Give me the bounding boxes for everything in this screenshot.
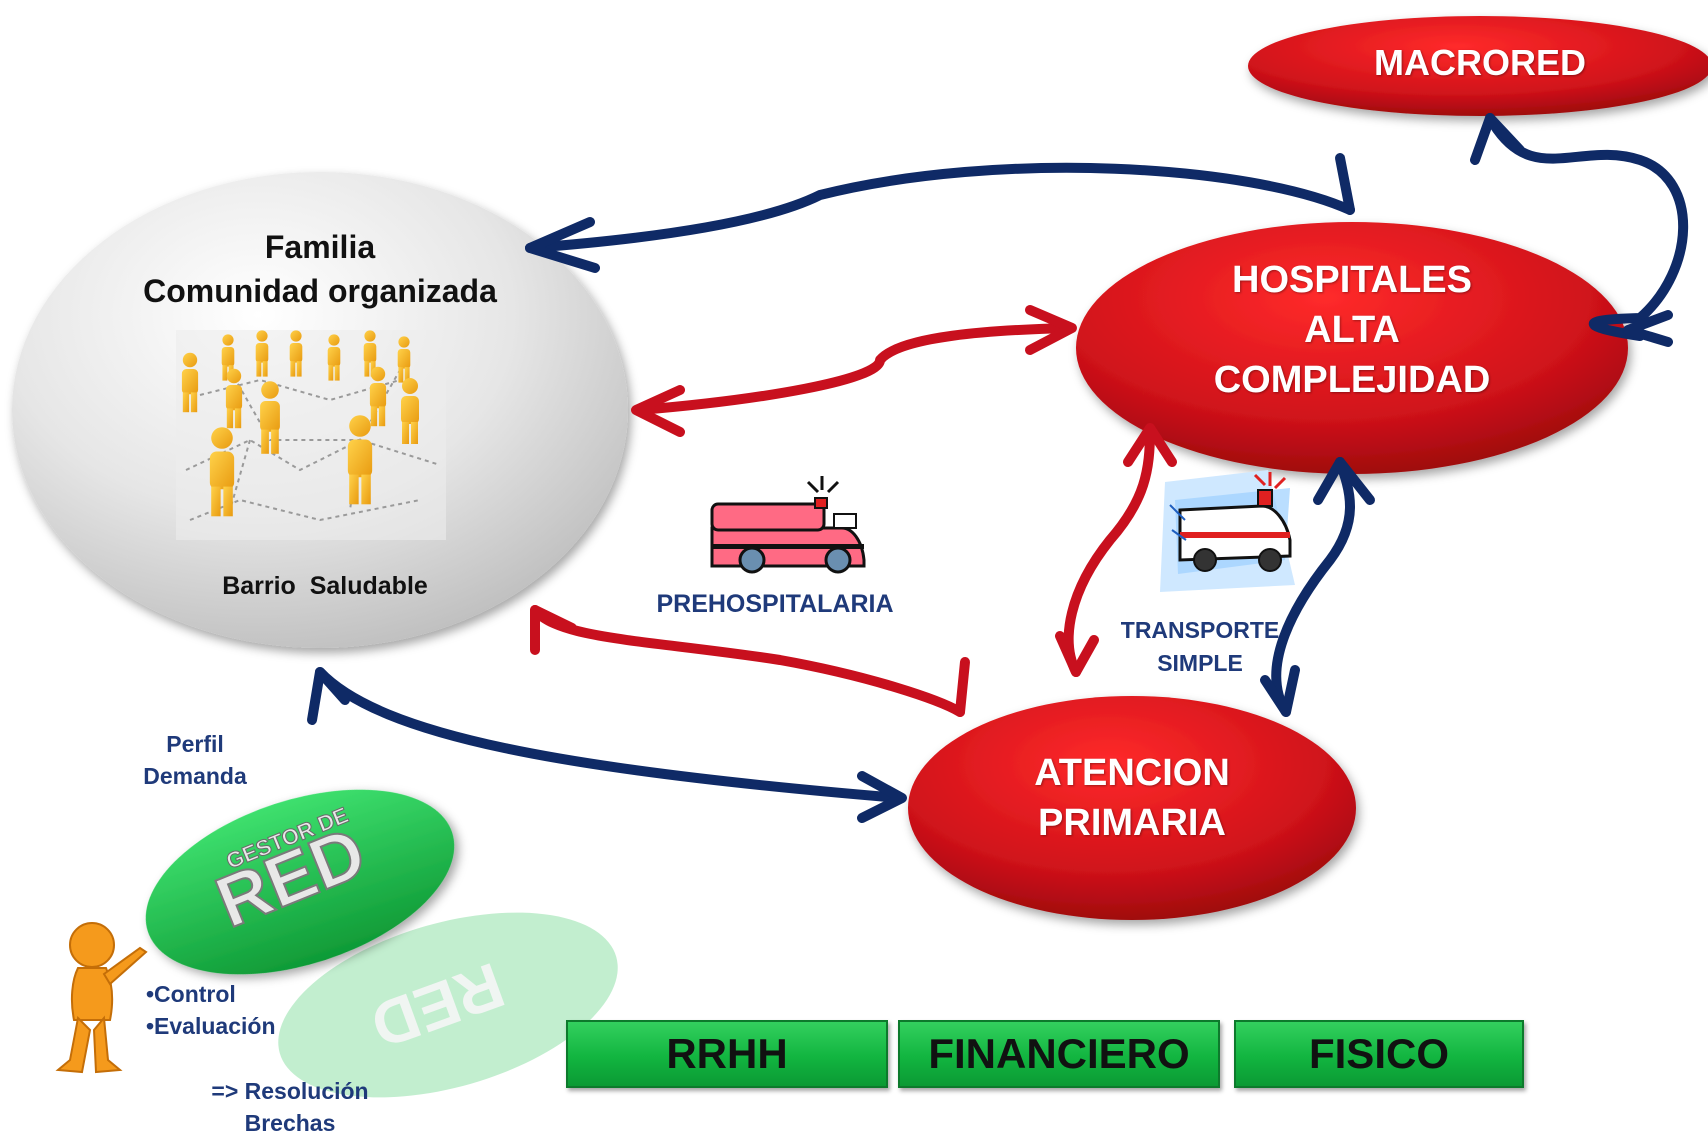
- macrored-label: MACRORED: [1374, 42, 1586, 83]
- hospitales-line-1: HOSPITALES: [1232, 259, 1472, 301]
- arrow-macrored-hospitales: [1485, 113, 1689, 341]
- familia-line-2: Comunidad organizada: [143, 273, 497, 309]
- barrio-label: Barrio Saludable: [222, 572, 428, 600]
- ambulance-icon: [710, 476, 866, 574]
- arrowhead-hospitales-red: [1025, 305, 1077, 355]
- resource-rrhh: RRHH: [566, 1020, 888, 1088]
- familia-title: Familia Comunidad organizada: [100, 225, 540, 313]
- transporte-label: TRANSPORTE SIMPLE: [1100, 614, 1300, 680]
- familia-line-1: Familia: [264, 229, 376, 265]
- resource-financiero: FINANCIERO: [898, 1020, 1220, 1088]
- control-line-2: •Evaluación: [146, 1013, 276, 1039]
- atencion-node: [908, 696, 1356, 920]
- arrowhead-prehospitalaria-atencion: [955, 657, 970, 717]
- perfil-line-1: Perfil: [166, 731, 224, 757]
- arrow-familia-atencion: [315, 667, 905, 803]
- perfil-line-2: Demanda: [143, 763, 247, 789]
- arrowhead-macrored: [1470, 113, 1525, 165]
- arrowhead-atencion-navy: [1260, 665, 1300, 717]
- arrowhead-prehospitalaria-familia: [530, 605, 577, 655]
- control-evaluacion-label: •Control •Evaluación: [146, 978, 316, 1042]
- atencion-label: ATENCION PRIMARIA: [932, 748, 1332, 848]
- atencion-line-2: PRIMARIA: [1038, 802, 1226, 844]
- gestor-red-logo: RED GESTOR DE RED: [145, 789, 618, 1098]
- pointing-figure-icon: [55, 922, 148, 1074]
- resolucion-line-2: Brechas: [244, 1110, 336, 1136]
- arrowhead-hospitales-red-bottom: [1123, 423, 1177, 467]
- arrow-atencion-hospitales-red: [1063, 425, 1155, 677]
- arrow-prehospitalaria: [530, 605, 965, 717]
- arrowhead-familia-bottom: [307, 667, 350, 725]
- resolucion-brechas-label: => Resolución Brechas: [180, 1075, 400, 1139]
- hospitales-line-3: COMPLEJIDAD: [1213, 359, 1491, 401]
- perfil-demanda-label: Perfil Demanda: [110, 728, 280, 792]
- prehospitalaria-label: PREHOSPITALARIA: [656, 590, 894, 618]
- arrow-hospitales-familia: [525, 162, 1355, 253]
- transport-ambulance-icon: [1160, 470, 1295, 592]
- resolucion-line-1: => Resolución: [211, 1078, 369, 1104]
- control-line-1: •Control: [146, 981, 236, 1007]
- arrowhead-hospitales-top: [1335, 153, 1355, 215]
- arrowhead-hospitales-bottom: [1313, 457, 1375, 505]
- atencion-line-1: ATENCION: [1034, 752, 1230, 794]
- hospitales-label: HOSPITALES ALTA COMPLEJIDAD: [1152, 255, 1552, 405]
- resource-fisico: FISICO: [1234, 1020, 1524, 1088]
- arrow-familia-hospitales-red: [635, 323, 1075, 415]
- transporte-line-1: TRANSPORTE: [1120, 617, 1280, 643]
- hospitales-node: [1076, 222, 1628, 474]
- arrowhead-hospitales-right: [1623, 310, 1673, 347]
- people-network-icon: [176, 330, 446, 540]
- arrowhead-familia-red: [631, 385, 685, 437]
- transporte-line-2: SIMPLE: [1157, 650, 1243, 676]
- macrored-node: [1248, 16, 1708, 116]
- arrow-atencion-hospitales-navy: [1271, 457, 1355, 717]
- arrowhead-familia-top: [525, 217, 600, 273]
- arrowhead-atencion-red: [1055, 631, 1099, 677]
- arrowhead-atencion-left: [857, 771, 907, 823]
- hospitales-line-2: ALTA: [1304, 309, 1400, 351]
